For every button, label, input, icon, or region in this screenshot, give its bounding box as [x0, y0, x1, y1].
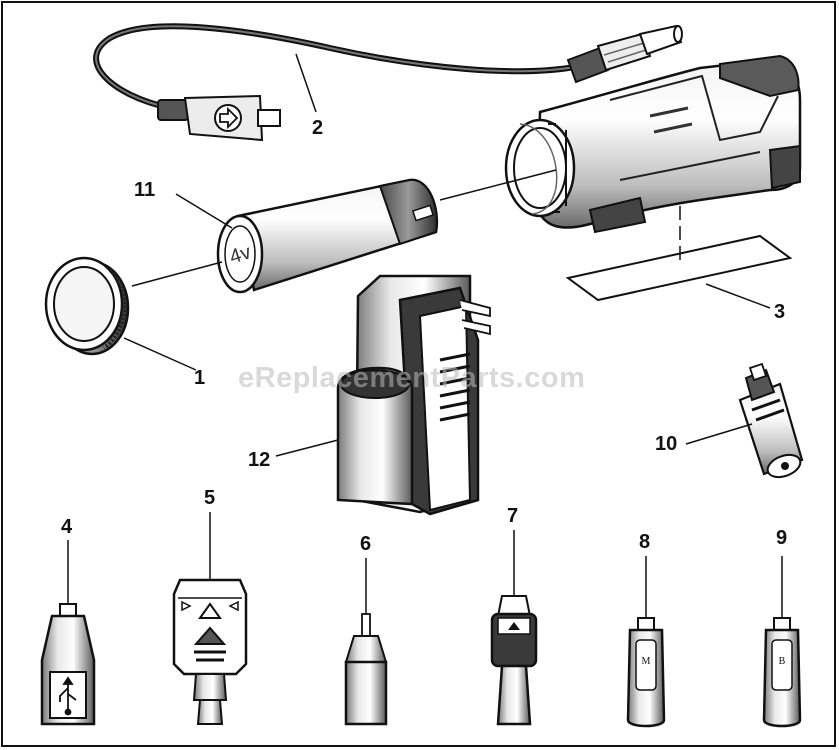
- barrel-plug: [566, 24, 683, 84]
- arrow-icon: [219, 106, 239, 130]
- callout-3: 3: [774, 301, 786, 323]
- small-adapter: [738, 362, 804, 479]
- callout-5: 5: [204, 487, 216, 509]
- usb-adapter: [40, 540, 96, 726]
- label-sticker: [565, 206, 793, 302]
- flat-connector-tip: [490, 530, 538, 726]
- mini-usb-plug: [157, 94, 281, 142]
- callout-4: 4: [61, 516, 73, 538]
- tip-b: B: [762, 556, 802, 728]
- leader-11: [175, 193, 233, 229]
- callout-8: 8: [639, 531, 651, 553]
- leader-3: [705, 283, 771, 309]
- leader-12: [275, 439, 339, 457]
- usb-cable: [93, 23, 683, 142]
- battery: 4v: [216, 178, 439, 294]
- callout-6: 6: [360, 533, 372, 555]
- callout-10: 10: [655, 433, 678, 455]
- tip-b-marking: B: [779, 656, 786, 667]
- usb-icon: [59, 676, 77, 716]
- wide-connector-tip: [172, 512, 248, 725]
- end-cap: [44, 256, 130, 356]
- callout-9: 9: [776, 527, 788, 549]
- pin-tip: [344, 558, 388, 726]
- leader-1: [123, 337, 197, 371]
- axis-line: [439, 169, 557, 201]
- leader-2: [295, 53, 317, 113]
- callout-11: 11: [134, 179, 156, 201]
- triangle-up-icon: [198, 602, 222, 619]
- flashlight-body: [504, 54, 802, 234]
- callout-2: 2: [312, 117, 324, 139]
- axis-line-cap: [131, 261, 223, 287]
- callout-12: 12: [248, 449, 271, 471]
- callout-7: 7: [507, 505, 519, 527]
- watermark-text: eReplacementParts.com: [238, 362, 586, 394]
- tip-m: M: [626, 556, 666, 728]
- wall-charger: [336, 274, 491, 516]
- leader-10: [685, 423, 753, 445]
- tip-m-marking: M: [642, 656, 651, 667]
- callout-1: 1: [194, 367, 206, 389]
